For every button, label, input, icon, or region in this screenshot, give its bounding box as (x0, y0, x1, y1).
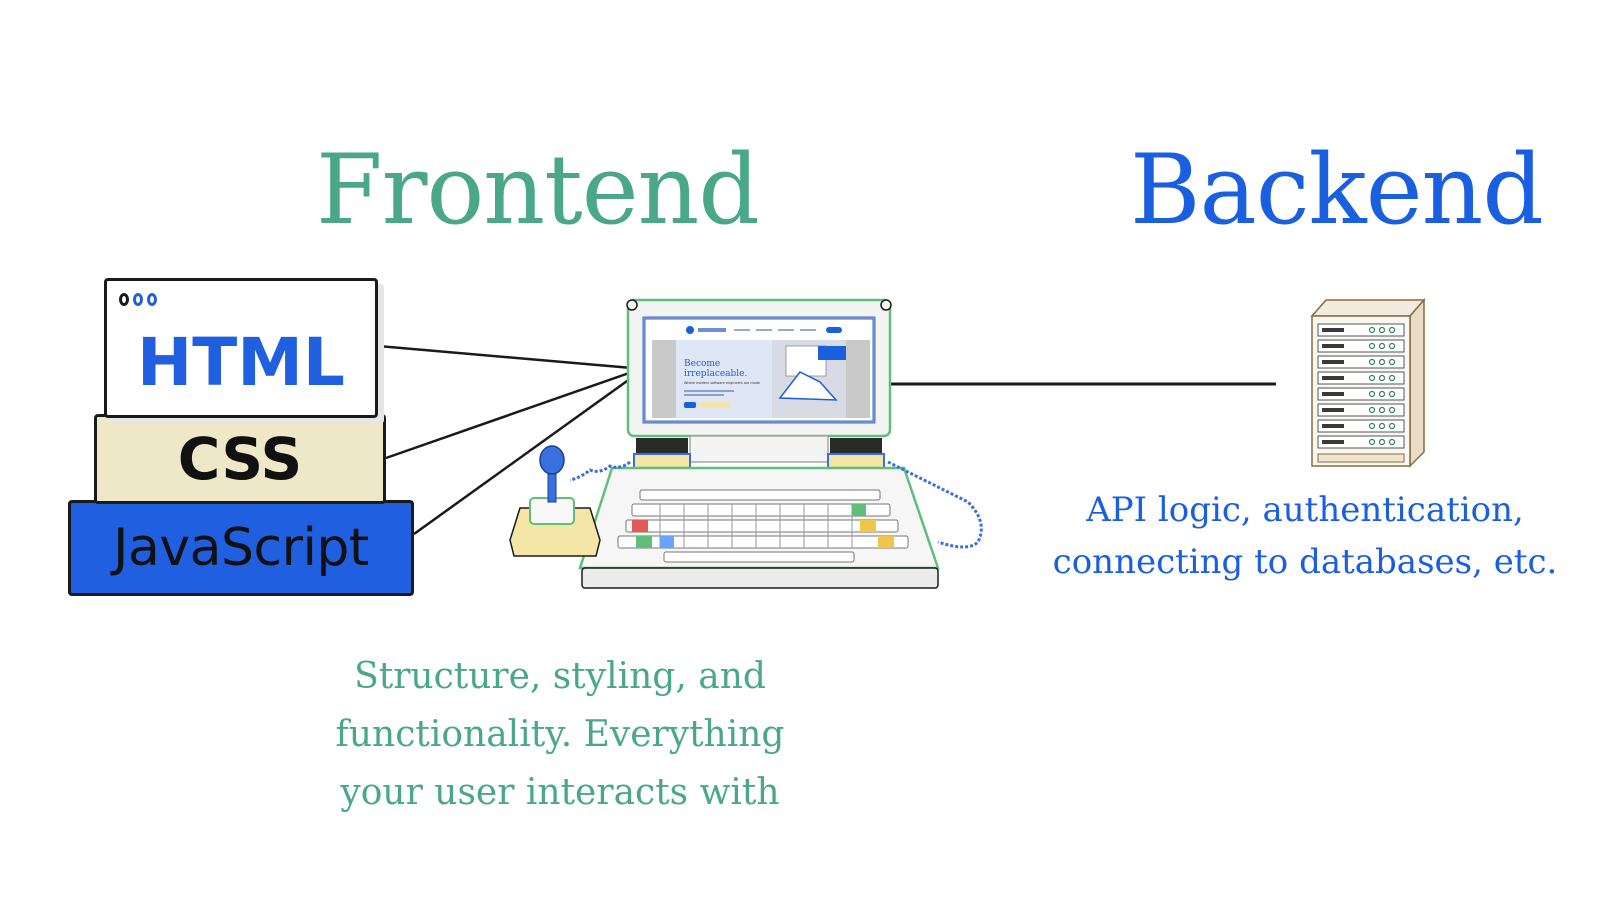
joystick-icon (509, 445, 601, 557)
connector-css-computer (385, 370, 633, 460)
svg-text:Where modern software engineer: Where modern software engineers are made (684, 381, 760, 385)
connector-html-computer (377, 344, 633, 370)
browser-window-dots-icon (119, 293, 157, 306)
css-block: CSS (94, 414, 386, 504)
frontend-caption-line: your user interacts with (340, 772, 780, 813)
html-label: HTML (137, 323, 345, 401)
backend-caption-line: API logic, authentication, (1086, 490, 1524, 530)
frontend-title: Frontend (316, 134, 760, 246)
backend-caption-line: connecting to databases, etc. (1052, 542, 1558, 582)
frontend-caption: Structure, styling, and functionality. E… (300, 648, 820, 822)
connector-js-computer (413, 374, 635, 536)
computer-icon: Become irreplaceable. Where modern softw… (569, 298, 983, 589)
html-block: HTML (104, 278, 378, 418)
svg-text:irreplaceable.: irreplaceable. (684, 369, 748, 379)
javascript-block: JavaScript (68, 500, 414, 596)
backend-caption: API logic, authentication, connecting to… (1040, 484, 1570, 588)
server-rack-icon (1310, 298, 1426, 468)
backend-title: Backend (1130, 134, 1544, 246)
frontend-caption-line: Structure, styling, and (354, 656, 766, 697)
svg-text:Become: Become (684, 359, 720, 369)
css-label: CSS (177, 425, 303, 493)
frontend-caption-line: functionality. Everything (335, 714, 785, 755)
javascript-label: JavaScript (113, 518, 369, 578)
